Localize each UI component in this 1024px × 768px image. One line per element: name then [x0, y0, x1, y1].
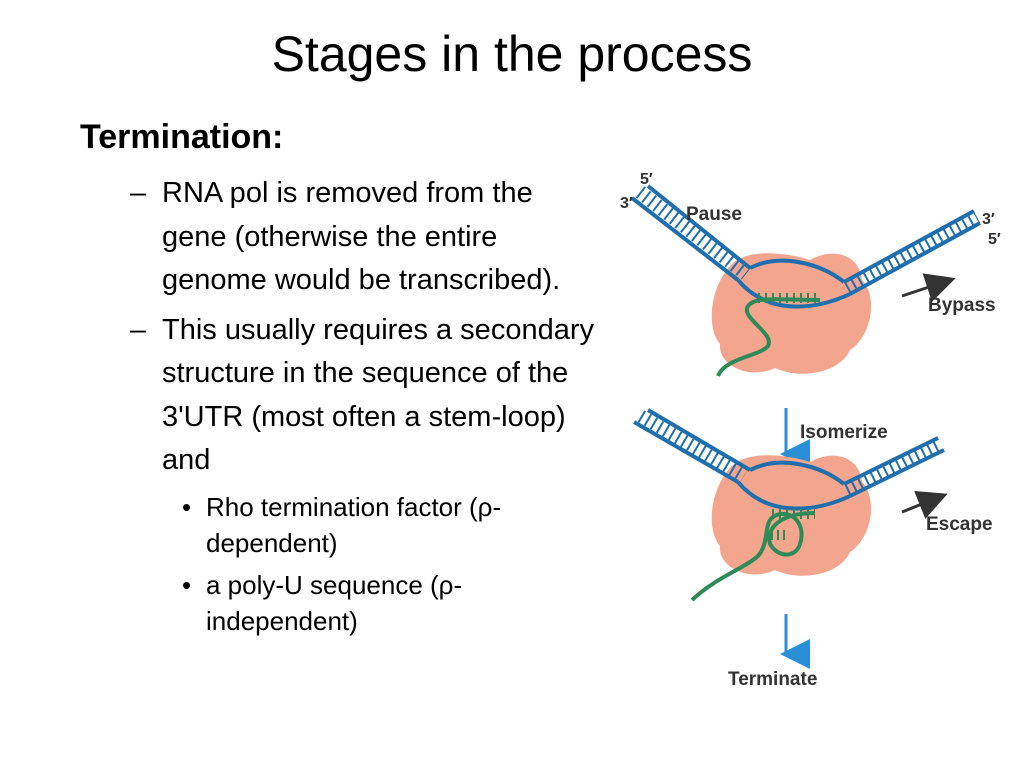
escape-arrow: [901, 490, 948, 519]
isomerize-label: Isomerize: [800, 422, 888, 443]
bullet-text: This usually requires a secondary struct…: [162, 313, 594, 477]
pause-complex: 5′ 3′ 3′ 5′ Pause Bypass: [620, 171, 1001, 377]
dna-left-arm: [633, 408, 752, 484]
sub-bullet-text: Rho termination factor (ρ-dependent): [206, 491, 502, 558]
slide-title: Stages in the process: [271, 26, 753, 82]
three-prime-label: 3′: [982, 211, 995, 228]
termination-diagram-svg: 5′ 3′ 3′ 5′ Pause Bypass Isomerize: [620, 171, 1001, 690]
five-prime-label: 5′: [640, 171, 653, 188]
sub-bullet-marker: •: [182, 569, 192, 600]
escape-complex: Escape: [633, 408, 993, 602]
bullet-item: – This usually requires a secondary stru…: [130, 309, 600, 483]
bullet-marker: –: [130, 177, 147, 209]
bullet-text: RNA pol is removed from the gene (otherw…: [162, 177, 561, 296]
bullet-item: – RNA pol is removed from the gene (othe…: [130, 172, 600, 303]
bypass-label: Bypass: [928, 295, 996, 316]
bypass-arrow: [901, 273, 956, 302]
escape-label: Escape: [926, 514, 993, 535]
sub-bullet-item: • a poly-U sequence (ρ-independent): [130, 567, 600, 639]
bullet-list: – RNA pol is removed from the gene (othe…: [130, 172, 600, 639]
five-prime-label: 5′: [988, 231, 1001, 248]
dna-right-arm: [843, 436, 945, 498]
rna-stem-loop: [690, 511, 816, 602]
dna-right-arm: [843, 209, 981, 296]
transcription-bubble: [736, 480, 851, 511]
terminate-label: Terminate: [728, 669, 817, 690]
bullet-marker: –: [130, 313, 147, 346]
transcription-bubble: [736, 278, 851, 309]
sub-bullet-item: • Rho termination factor (ρ-dependent): [130, 489, 600, 561]
pause-label: Pause: [686, 204, 742, 225]
sub-bullet-text: a poly-U sequence (ρ-independent): [206, 569, 463, 636]
dna-left-arm: [630, 184, 752, 282]
termination-diagram: 5′ 3′ 3′ 5′ Pause Bypass Isomerize: [610, 168, 1020, 698]
sub-bullet-marker: •: [182, 491, 192, 522]
rna-polymerase-blob: [711, 253, 872, 374]
section-heading: Termination:: [80, 118, 284, 156]
three-prime-label: 3′: [620, 195, 633, 212]
rna-transcript: [716, 297, 821, 377]
